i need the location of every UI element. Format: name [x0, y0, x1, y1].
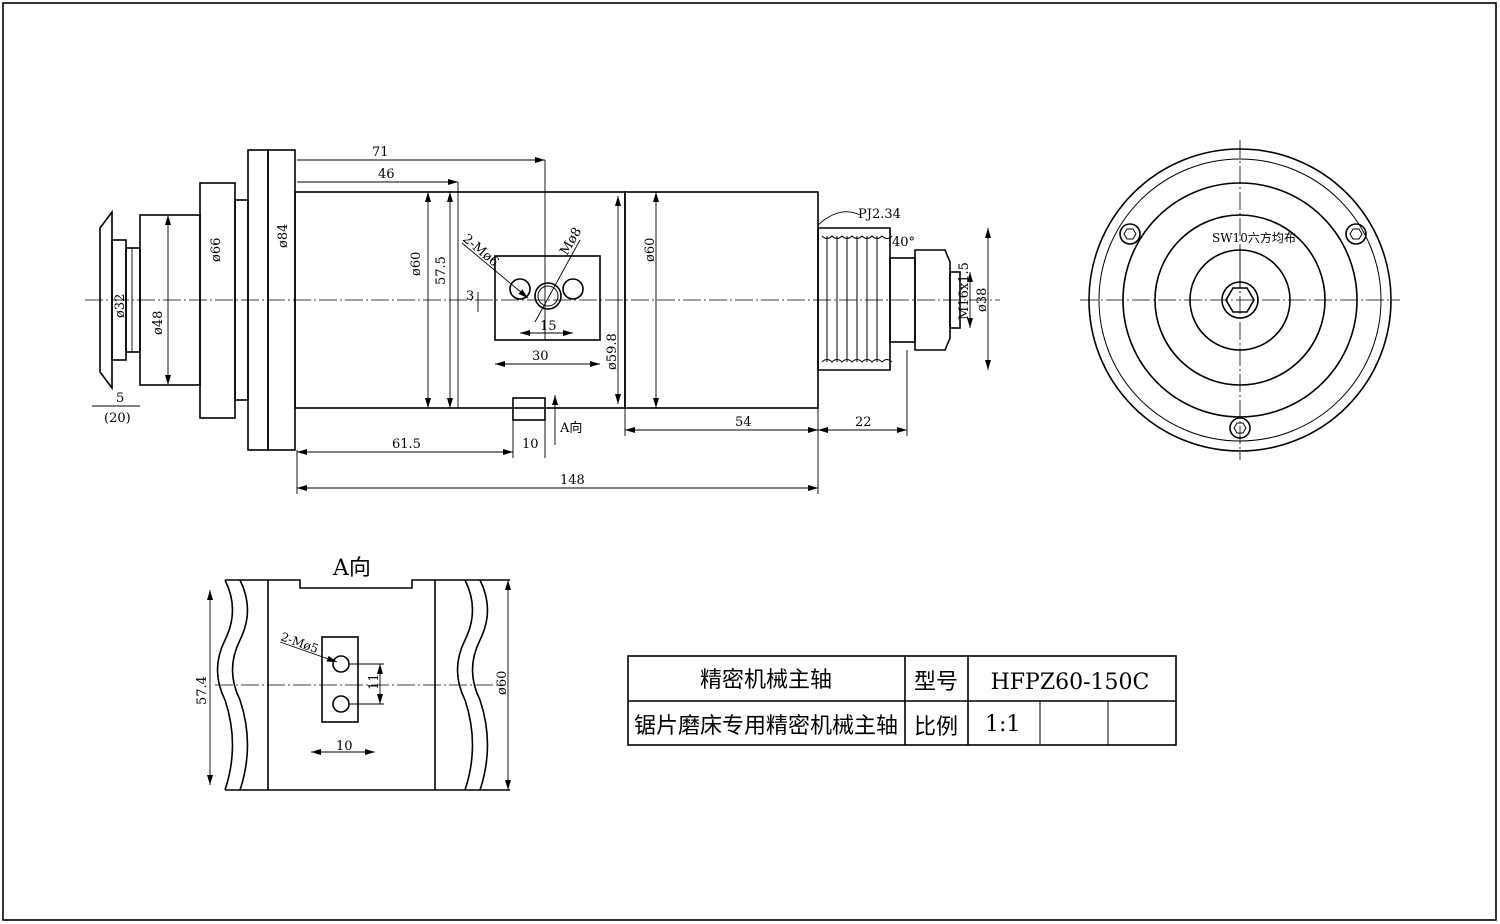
dimension-label: 2-Mø6 [459, 232, 501, 271]
front-nut [99, 209, 113, 391]
dimension-label: 148 [560, 473, 585, 488]
dimension-label: 71 [372, 145, 389, 160]
product-name: 精密机械主轴 [700, 668, 832, 693]
dimension-label: ø84 [276, 224, 291, 248]
a-view-title: A向 [332, 556, 371, 581]
dimension-label: 46 [378, 167, 395, 182]
dimension-label: ø38 [975, 288, 990, 312]
dimension-label: 15 [540, 319, 557, 334]
port-block [321, 636, 359, 723]
dimension-label: 5 [116, 391, 124, 406]
dimension-label: 10 [336, 739, 353, 754]
dimension-label: ø60 [643, 238, 658, 262]
model-number: HFPZ60-150C [991, 670, 1150, 695]
rear-nut [914, 249, 951, 351]
flange-66 [199, 182, 236, 419]
dimension-label: ø59.8 [605, 333, 620, 370]
model-label: 型号 [914, 670, 958, 695]
dimension-label: 10 [522, 437, 539, 452]
scale-value: 1:1 [985, 712, 1020, 737]
dimension-label: (20) [104, 411, 131, 426]
hex-socket-icon [1225, 287, 1255, 313]
dimension-label: 61.5 [392, 437, 421, 452]
dimension-label: ø32 [113, 294, 128, 318]
a-direction-label: A向 [559, 420, 582, 436]
dimension-label: 40° [892, 235, 915, 250]
scale-label: 比例 [914, 715, 958, 740]
dimension-label: PJ2.34 [858, 207, 901, 222]
dimension-label: 3 [466, 289, 474, 304]
dimension-label: M16x1.5 [957, 262, 972, 320]
dimension-label: 54 [735, 415, 752, 430]
dimension-label: 57.4 [195, 676, 210, 705]
dimension-label: 22 [855, 415, 872, 430]
belt-pulley [817, 227, 891, 371]
dimension-label: ø48 [151, 311, 166, 335]
dimension-label: Mø8 [557, 225, 585, 258]
product-description: 锯片磨床专用精密机械主轴 [634, 714, 898, 739]
port-block [494, 255, 601, 341]
dimensions-main: 71 46 61.5 10 148 54 22 5 (20) ø32 ø48 ø… [92, 145, 991, 494]
hex-bolt-icon [1119, 223, 1141, 245]
a-view: A向 2-Mø5 11 10 57.4 ø60 [195, 556, 511, 791]
dimension-label: ø60 [409, 252, 424, 276]
spindle-end-view: SW10六方均布 [1080, 140, 1400, 460]
spindle-side-view [85, 149, 1000, 451]
dimension-label: 30 [532, 349, 549, 364]
dimension-label: 2-Mø5 [279, 630, 320, 656]
title-block: 精密机械主轴 型号 HFPZ60-150C 锯片磨床专用精密机械主轴 比例 1:… [627, 655, 1177, 746]
dimension-label: ø66 [209, 238, 224, 262]
dimension-label: 11 [367, 673, 382, 690]
dimension-label: 57.5 [434, 256, 449, 285]
dimension-label: SW10六方均布 [1212, 230, 1296, 245]
hex-bolt-icon [1345, 223, 1367, 245]
hex-bolt-icon [1229, 417, 1251, 439]
dimension-label: ø60 [495, 671, 510, 695]
